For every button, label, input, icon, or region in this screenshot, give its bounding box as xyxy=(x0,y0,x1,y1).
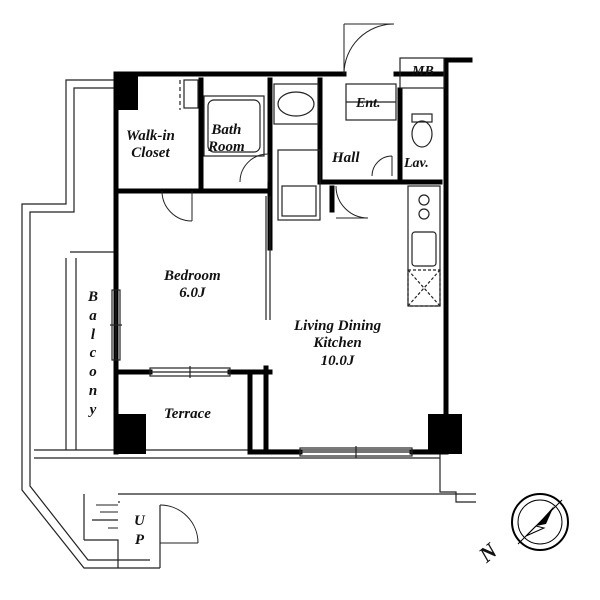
columns xyxy=(116,74,462,454)
hall-label: Hall xyxy=(332,150,360,166)
walls xyxy=(113,57,473,455)
balcony-label: B a l c o n y xyxy=(88,289,99,418)
walk-in-closet-label: Walk-in Closet xyxy=(126,128,175,162)
terrace-label: Terrace xyxy=(164,406,211,422)
compass-icon xyxy=(511,493,569,551)
stairs xyxy=(96,504,199,544)
bath-room-label: Bath Room xyxy=(208,122,245,156)
up-label: U P xyxy=(134,513,145,548)
interior-lines xyxy=(110,57,445,458)
bedroom-label: Bedroom 6.0J xyxy=(164,268,221,302)
ent-label: Ent. xyxy=(356,96,381,111)
ldk-label: Living Dining Kitchen 10.0J xyxy=(294,318,382,369)
door-swings xyxy=(161,23,395,222)
lav-label: Lav. xyxy=(404,156,429,171)
balcony-outline xyxy=(21,79,476,569)
mb-label: MB xyxy=(412,64,434,79)
